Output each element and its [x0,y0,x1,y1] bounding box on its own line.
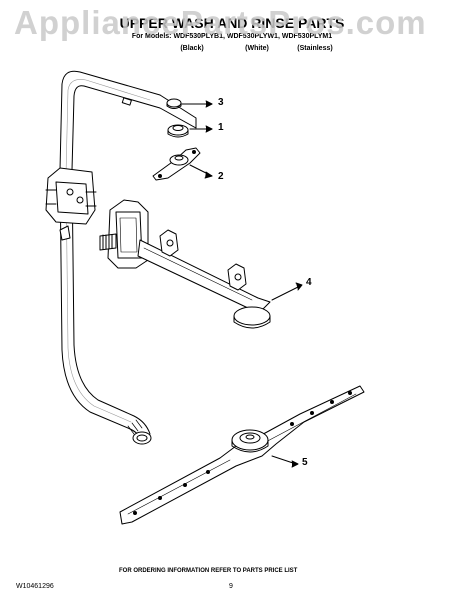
models-line: For Models: WDF530PLYB1, WDF530PLYW1, WD… [131,33,333,40]
part-2-spray-nozzle [152,147,213,181]
callout-1: 1 [218,122,224,133]
watermark: AppliancePartsPros.com [14,4,427,41]
part-3-cap [166,98,213,109]
page-number: 9 [229,583,233,590]
part-1-fitting [167,124,213,138]
diagram-title: UPPER WASH AND RINSE PARTS [119,15,345,31]
finish-stainless: (Stainless) [297,45,333,52]
part-4-manifold [99,199,303,329]
tube-clip [45,167,97,241]
callout-5: 5 [302,457,308,468]
callout-4: 4 [306,277,312,288]
finish-black: (Black) [180,45,204,52]
leader-arrow-3 [205,100,213,108]
leader-arrow-2 [204,171,213,179]
callout-3: 3 [218,97,224,108]
leader-arrow-1 [205,125,213,133]
part-number: W10461296 [16,583,54,590]
callout-2: 2 [218,171,224,182]
finish-white: (White) [245,45,269,52]
ordering-note: FOR ORDERING INFORMATION REFER TO PARTS … [119,568,298,574]
part-5-spray-arm [119,385,365,525]
